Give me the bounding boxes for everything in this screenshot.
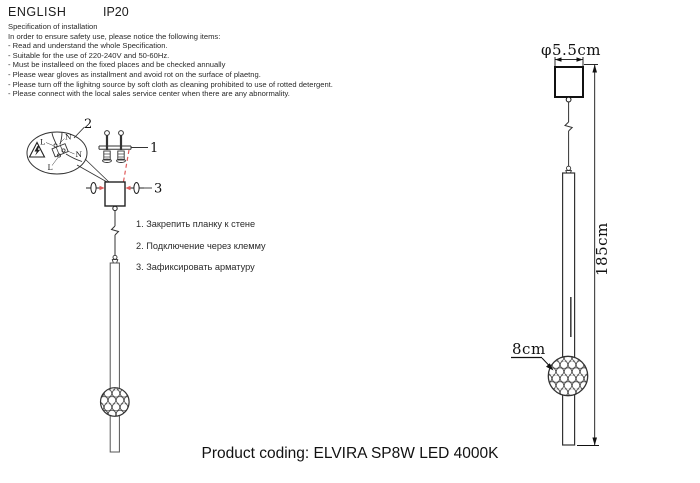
terminal-detail-balloon: [26, 131, 88, 175]
spec-item: - Please connect with the local sales se…: [8, 89, 290, 99]
crystal-ball: [99, 387, 130, 417]
ball-label-arrow: [546, 363, 554, 371]
screw-anchor: [116, 130, 126, 163]
dim-arrow-right: [576, 57, 583, 62]
step-3: 3. Зафиксировать арматуру: [136, 262, 255, 272]
crystal-ball: [547, 355, 589, 397]
wire-label-neutral-side: N: [76, 150, 83, 159]
callout-2-label: 2: [84, 117, 92, 132]
callout-2-leader: [73, 126, 85, 139]
spec-title: Specification of installation: [8, 22, 98, 31]
wire-label-neutral-top: N: [65, 133, 72, 142]
fixture-height-label: 185cm: [593, 222, 611, 276]
spec-intro: In order to ensure safety use, please no…: [8, 31, 221, 41]
canopy-assembly: [86, 181, 144, 212]
pendant-rod: [561, 172, 576, 446]
dimension-drawing: φ5.5cm 185cm: [511, 41, 611, 446]
mounting-bracket: [98, 130, 132, 163]
electric-warning-icon: [28, 141, 46, 158]
suspension-cable: [564, 102, 574, 174]
spec-item: - Please wear gloves as installment and …: [8, 69, 261, 79]
callout-3-label: 3: [154, 182, 162, 197]
cable-gland: [565, 96, 572, 103]
spec-item: - Please turn off the lighitng source by…: [8, 79, 333, 89]
ball-diameter-label: 8cm: [512, 340, 546, 358]
pendant-rod: [109, 262, 120, 453]
wire-label-live-bottom: L: [48, 163, 53, 172]
canopy-diameter-label: φ5.5cm: [541, 41, 601, 59]
ip-rating-label: IP20: [103, 5, 129, 19]
dim-arrow-up: [592, 64, 597, 73]
screw-direction-arrow: [99, 185, 105, 191]
specification-block: Specification of installation In order t…: [8, 22, 428, 99]
balloon-wedge-line: [84, 158, 111, 184]
language-label: ENGLISH: [8, 5, 67, 19]
dim-arrow-down: [592, 437, 597, 446]
dim-arrow-left: [555, 57, 562, 62]
screw-anchor: [102, 130, 112, 163]
installation-diagram: L N N L 2: [26, 117, 162, 453]
installation-steps: 1. Закрепить планку к стене 2. Подключен…: [136, 219, 266, 284]
suspension-cable: [110, 210, 120, 264]
callout-1-label: 1: [150, 141, 158, 156]
screw-direction-arrow: [125, 185, 131, 191]
spec-item: - Read and understand the whole Specific…: [8, 41, 168, 51]
spec-item: - Must be installeed on the fixed places…: [8, 60, 226, 70]
spec-item: - Suitable for the use of 220-240V and 5…: [8, 50, 170, 60]
height-dim-line: [577, 64, 599, 446]
balloon-wedge-line: [76, 164, 108, 183]
step-1: 1. Закрепить планку к стене: [136, 219, 256, 229]
alignment-dashed-line: [122, 149, 130, 182]
product-coding: Product coding: ELVIRA SP8W LED 4000K: [201, 445, 499, 462]
canopy-box: [554, 66, 584, 98]
step-2: 2. Подключение через клемму: [136, 240, 266, 251]
wire-label-live-top: L: [40, 138, 45, 147]
